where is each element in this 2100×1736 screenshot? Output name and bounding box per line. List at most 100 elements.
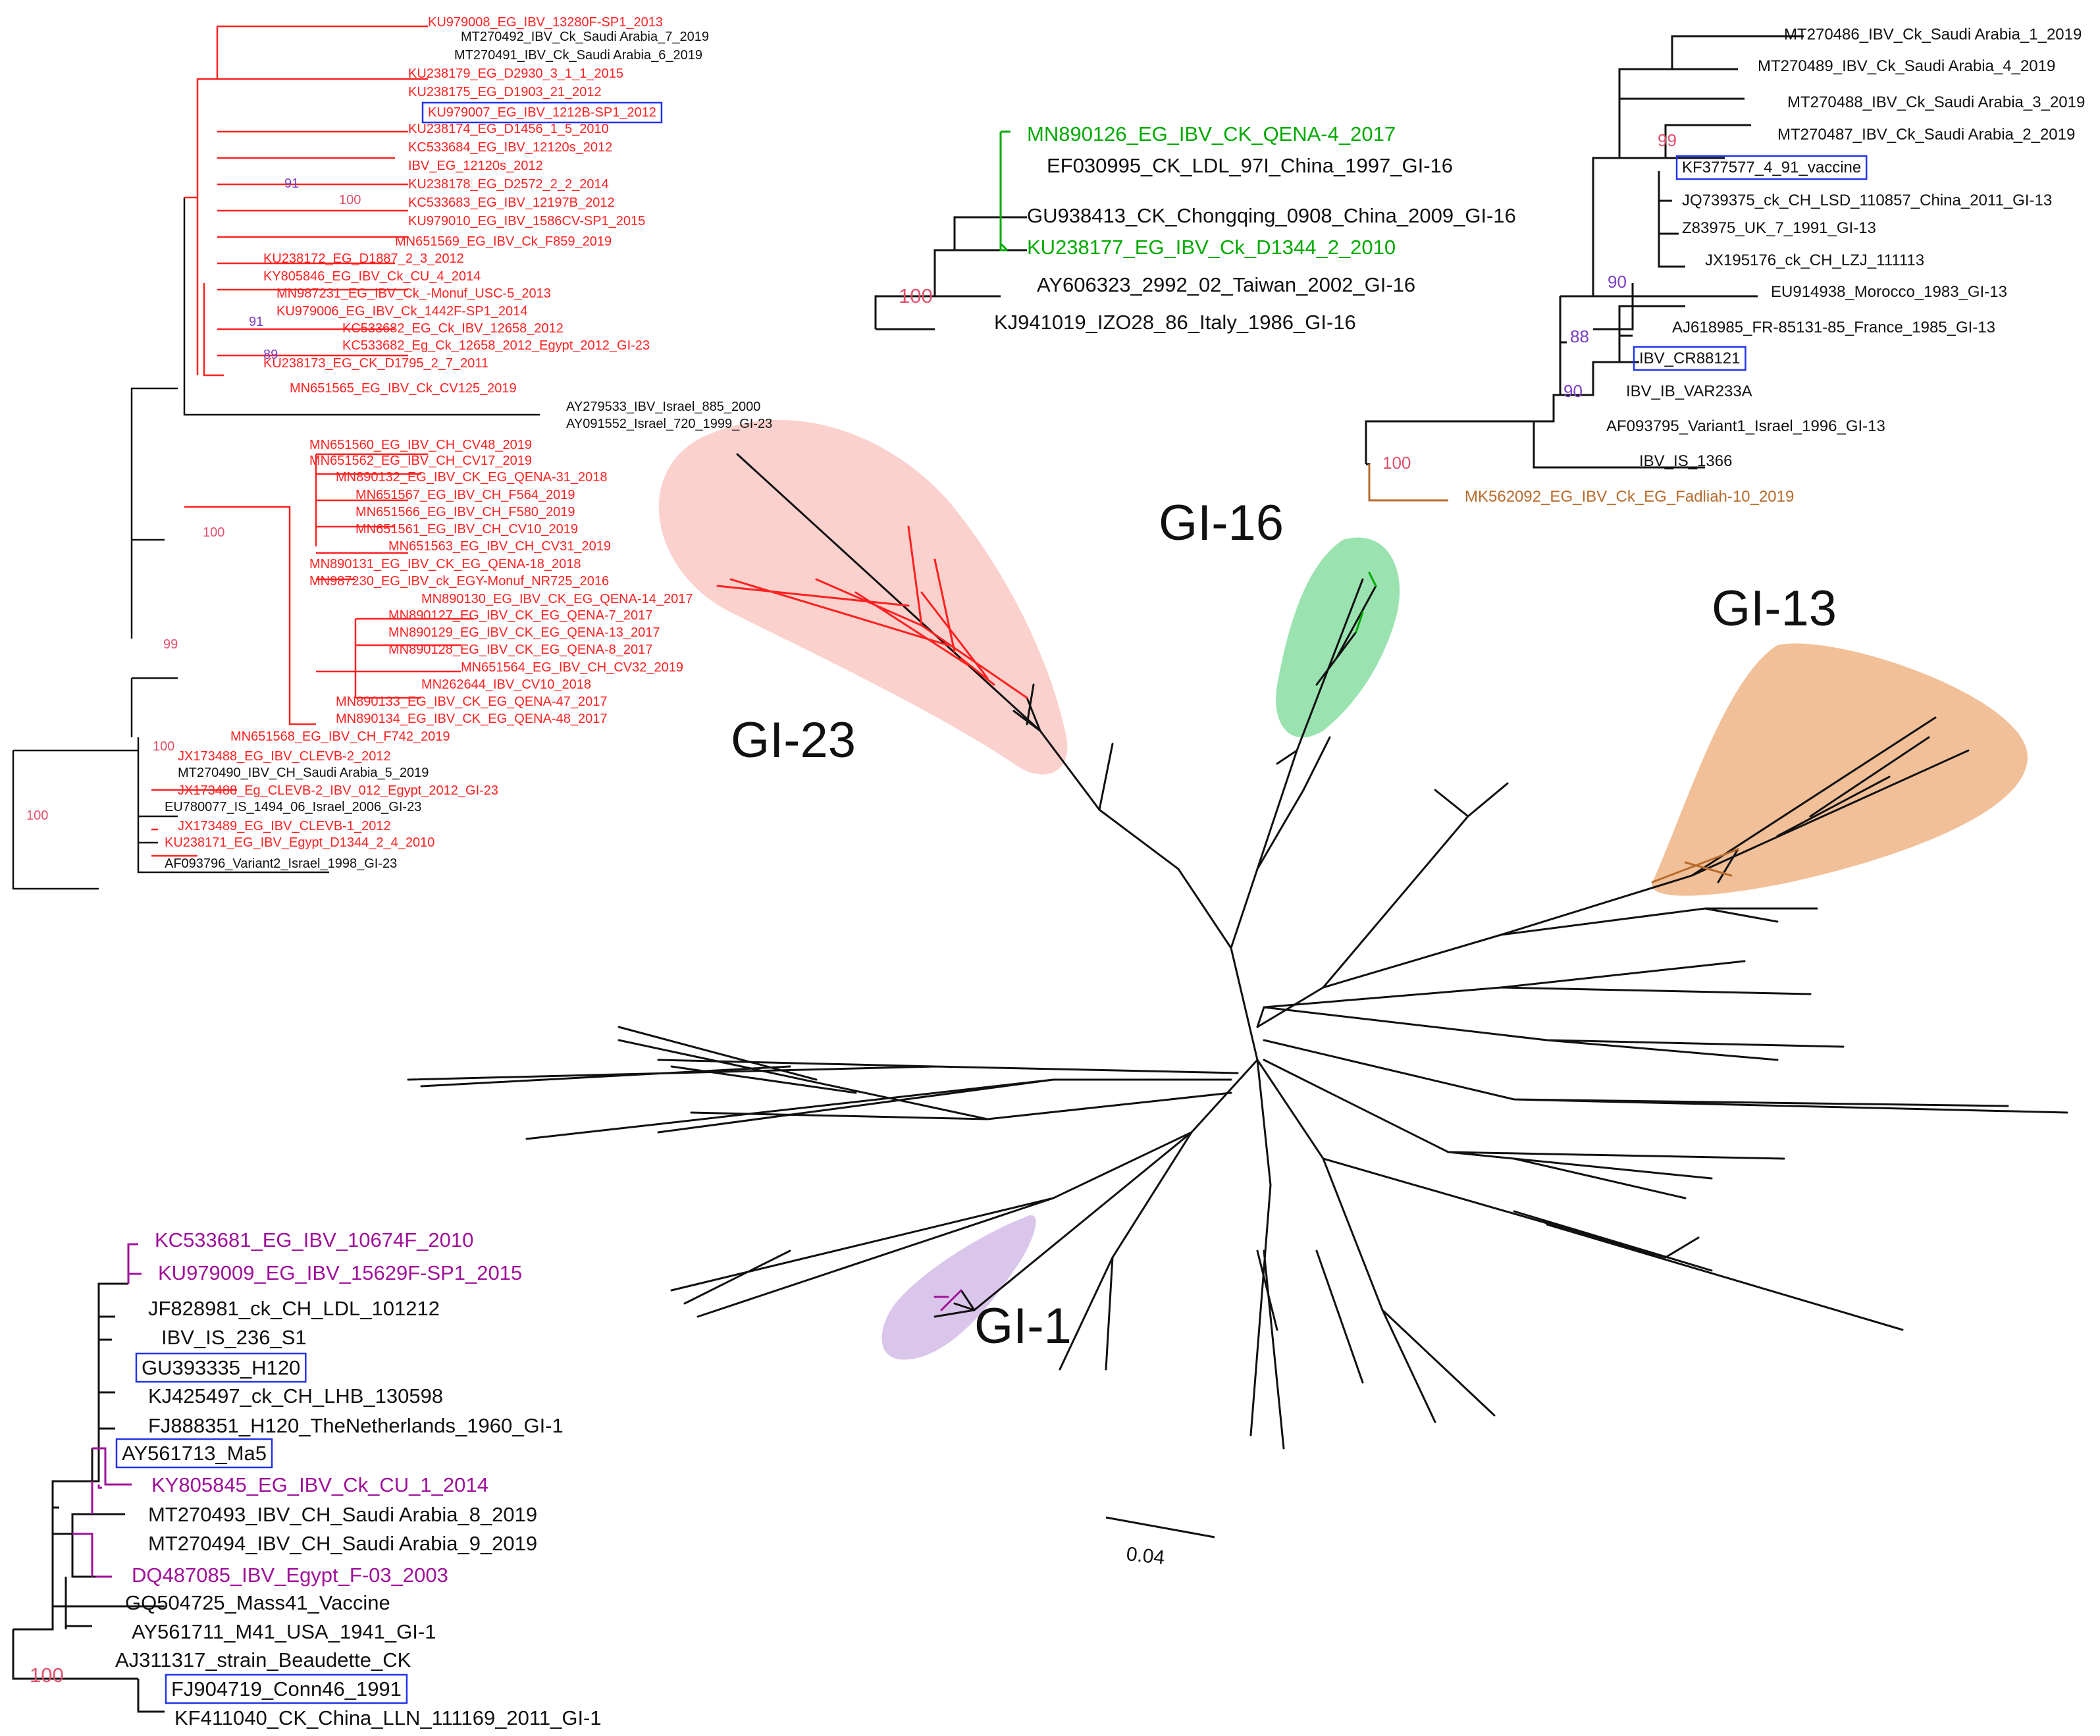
taxon-label: AY606323_2992_02_Taiwan_2002_GI-16 [1037, 273, 1415, 296]
taxon-label: AY091552_Israel_720_1999_GI-23 [566, 417, 772, 431]
gi1-label: GI-1 [974, 1298, 1072, 1354]
bootstrap-value: 99 [163, 637, 178, 652]
taxon-label: MT270490_IBV_CH_Saudi Arabia_5_2019 [178, 766, 429, 780]
colored-subtrees [716, 525, 1739, 1311]
taxon-label: MT270493_IBV_CH_Saudi Arabia_8_2019 [148, 1503, 537, 1526]
taxon-label: MN651562_EG_IBV_CH_CV17_2019 [309, 454, 532, 468]
taxon-label: MN890132_EG_IBV_CK_EG_QENA-31_2018 [336, 470, 607, 485]
gi13-blob [1652, 643, 2028, 896]
scale-bar: 0.04 [1105, 1516, 1215, 1569]
taxon-label: MN890130_EG_IBV_CK_EG_QENA-14_2017 [421, 592, 693, 606]
taxon-label: MT270488_IBV_Ck_Saudi Arabia_3_2019 [1787, 93, 2085, 111]
taxon-label: AF093795_Variant1_Israel_1996_GI-13 [1606, 417, 1885, 435]
taxon-label: KC533681_EG_IBV_10674F_2010 [155, 1228, 473, 1251]
gi13-brown-branch [1368, 464, 1448, 502]
gi1-taxa: KC533681_EG_IBV_10674F_2010KU979009_EG_I… [115, 1228, 602, 1729]
gi1-purple-branches [72, 1243, 142, 1578]
taxon-label: MT270494_IBV_CH_Saudi Arabia_9_2019 [148, 1532, 537, 1555]
taxon-label: JX173488_EG_IBV_CLEVB-2_2012 [178, 749, 391, 764]
taxon-label: MN890127_EG_IBV_CK_EG_QENA-7_2017 [388, 608, 652, 623]
taxon-label: MN651569_EG_IBV_Ck_F859_2019 [395, 234, 612, 249]
taxon-label: MN651566_EG_IBV_CH_F580_2019 [355, 505, 575, 519]
gi23-label: GI-23 [731, 712, 856, 768]
taxon-label: KU238178_EG_D2572_2_2_2014 [408, 177, 609, 192]
taxon-label: IBV_CR88121 [1639, 350, 1740, 367]
gi16-label: GI-16 [1159, 495, 1284, 551]
bootstrap-value: 91 [284, 176, 299, 191]
taxon-label: MT270492_IBV_Ck_Saudi Arabia_7_2019 [461, 30, 709, 44]
taxon-label: JQ739375_ck_CH_LSD_110857_China_2011_GI-… [1682, 192, 2052, 209]
taxon-label: GU938413_CK_Chongqing_0908_China_2009_GI… [1027, 204, 1516, 227]
gi1-blob [881, 1215, 1036, 1360]
taxon-label: KC533682_EG_Ck_IBV_12658_2012 [342, 321, 564, 336]
taxon-label: MN651568_EG_IBV_CH_F742_2019 [230, 729, 450, 744]
taxon-label: KY805846_EG_IBV_Ck_CU_4_2014 [263, 269, 481, 284]
bootstrap-value: 100 [26, 808, 48, 823]
unrooted-tree [407, 453, 2068, 1450]
gi23-subtree: KU979008_EG_IBV_13280F-SP1_2013MT270492_… [12, 15, 772, 890]
taxon-label: GQ504725_Mass41_Vaccine [125, 1591, 390, 1614]
taxon-label: KJ425497_ck_CH_LHB_130598 [148, 1384, 443, 1407]
taxon-label: FJ888351_H120_TheNetherlands_1960_GI-1 [148, 1414, 564, 1437]
gi1-subtree: KC533681_EG_IBV_10674F_2010KU979009_EG_I… [12, 1228, 602, 1729]
taxon-label: KF377577_4_91_vaccine [1682, 159, 1861, 176]
taxon-label: MN651565_EG_IBV_Ck_CV125_2019 [290, 381, 517, 396]
bootstrap-value: 88 [1570, 327, 1589, 346]
taxon-label: MN651567_EG_IBV_CH_F564_2019 [355, 488, 575, 502]
cluster-labels: GI-23 GI-16 GI-13 GI-1 [731, 495, 1837, 1354]
gi13-label: GI-13 [1712, 581, 1837, 637]
taxon-label: MT270491_IBV_Ck_Saudi Arabia_6_2019 [454, 48, 702, 63]
scale-bar-label: 0.04 [1125, 1543, 1166, 1569]
vaccine-strain-box [115, 1438, 273, 1469]
bootstrap-value: 100 [899, 284, 933, 307]
taxon-label: Z83975_UK_7_1991_GI-13 [1682, 219, 1876, 237]
taxon-label: IBV_EG_12120s_2012 [408, 159, 543, 173]
taxon-label: DQ487085_IBV_Egypt_F-03_2003 [132, 1564, 448, 1587]
taxon-label: IBV_IS_236_S1 [161, 1326, 307, 1349]
taxon-label: MT270489_IBV_Ck_Saudi Arabia_4_2019 [1758, 57, 2055, 75]
taxon-label: AY561711_M41_USA_1941_GI-1 [132, 1620, 436, 1643]
bootstrap-value: 100 [30, 1664, 64, 1687]
taxon-label: JF828981_ck_CH_LDL_101212 [148, 1297, 440, 1320]
taxon-label: KC533683_EG_IBV_12197B_2012 [408, 196, 615, 210]
taxon-label: IBV_IS_1366 [1639, 452, 1732, 470]
bootstrap-value: 100 [1382, 453, 1411, 473]
taxon-label: MN890134_EG_IBV_CK_EG_QENA-48_2017 [336, 712, 607, 726]
taxon-label: KJ941019_IZO28_86_Italy_1986_GI-16 [994, 311, 1356, 334]
taxon-label: MN651560_EG_IBV_CH_CV48_2019 [309, 438, 532, 452]
taxon-label: MN890126_EG_IBV_CK_QENA-4_2017 [1027, 122, 1396, 145]
taxon-label: FJ904719_Conn46_1991 [171, 1677, 402, 1700]
taxon-label: MN987231_EG_IBV_Ck_-Monuf_USC-5_2013 [276, 286, 551, 301]
taxon-label: KF411040_CK_China_LLN_111169_2011_GI-1 [174, 1706, 602, 1729]
taxon-label: KU979009_EG_IBV_15629F-SP1_2015 [158, 1261, 522, 1284]
taxon-label: JX195176_ck_CH_LZJ_111113 [1705, 251, 1924, 269]
taxon-label: MN890129_EG_IBV_CK_EG_QENA-13_2017 [388, 625, 660, 640]
taxon-label: MN890128_EG_IBV_CK_EG_QENA-8_2017 [388, 643, 652, 657]
gi23-taxa: KU979008_EG_IBV_13280F-SP1_2013MT270492_… [165, 15, 772, 871]
taxon-label: MN651563_EG_IBV_CH_CV31_2019 [388, 539, 611, 554]
taxon-label: MN262644_IBV_CV10_2018 [421, 677, 591, 692]
gi13-branches [1365, 35, 1804, 502]
gi16-taxa: MN890126_EG_IBV_CK_QENA-4_2017EF030995_C… [994, 122, 1516, 334]
bootstrap-value: 89 [263, 348, 278, 362]
taxon-label: KU238171_EG_IBV_Egypt_D1344_2_4_2010 [165, 835, 434, 850]
bootstrap-value: 100 [339, 193, 361, 207]
bootstrap-value: 90 [1608, 272, 1627, 292]
gi16-branches [874, 130, 1027, 330]
taxon-label: KU238175_EG_D1903_21_2012 [408, 85, 602, 99]
taxon-label: KU979010_EG_IBV_1586CV-SP1_2015 [408, 214, 645, 228]
bootstrap-value: 100 [203, 525, 224, 540]
cluster-blobs [658, 419, 2028, 1360]
taxon-label: AY561713_Ma5 [122, 1442, 267, 1465]
taxon-label: KY805845_EG_IBV_Ck_CU_1_2014 [151, 1473, 488, 1496]
vaccine-strain-box [1633, 346, 1746, 371]
taxon-label: KU238174_EG_D1456_1_5_2010 [408, 122, 609, 136]
taxon-label: KU979008_EG_IBV_13280F-SP1_2013 [428, 15, 663, 30]
taxon-label: EF030995_CK_LDL_97I_China_1997_GI-16 [1047, 154, 1453, 177]
taxon-label: KU979006_EG_IBV_Ck_1442F-SP1_2014 [276, 304, 527, 319]
vaccine-strain-box [1675, 155, 1868, 180]
taxon-label: MT270486_IBV_Ck_Saudi Arabia_1_2019 [1784, 26, 2082, 43]
taxon-label: EU780077_IS_1494_06_Israel_2006_GI-23 [165, 800, 421, 814]
taxon-label: AF093796_Variant2_Israel_1998_GI-23 [165, 856, 397, 871]
